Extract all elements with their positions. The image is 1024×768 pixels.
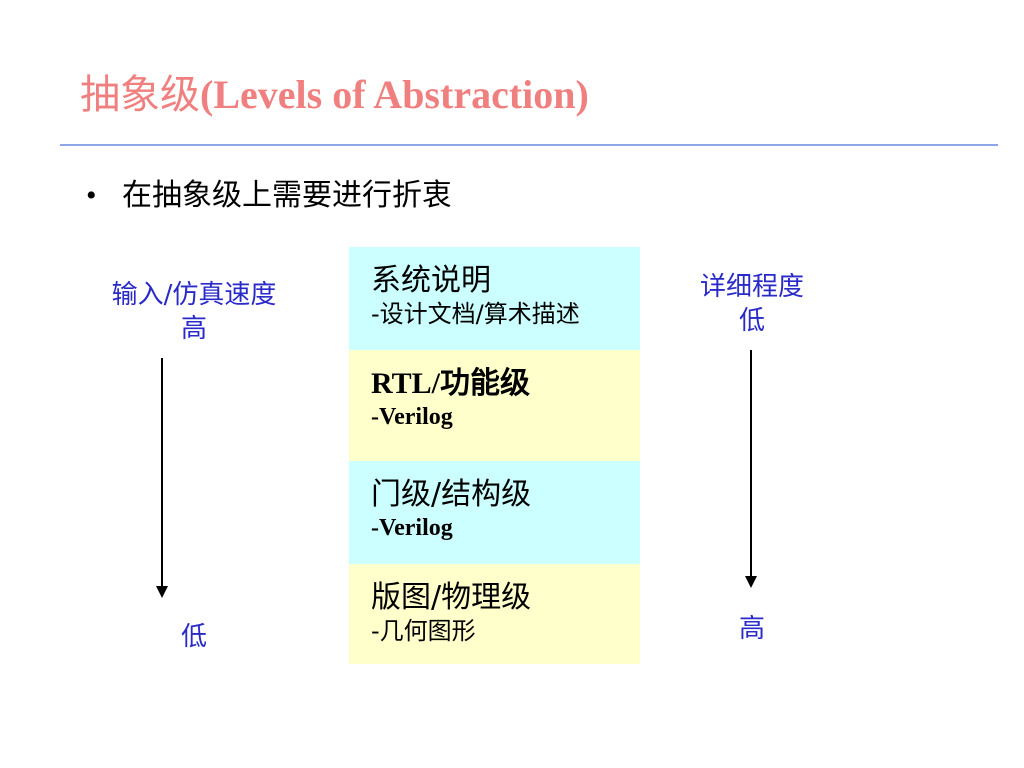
- title-divider: [60, 144, 998, 146]
- speed-label-high: 高: [180, 314, 207, 344]
- level-rtl: RTL/功能级 -Verilog: [349, 350, 640, 461]
- level-name: 门级/结构级: [371, 477, 532, 512]
- level-desc: -Verilog: [371, 404, 453, 430]
- level-name: 系统说明: [371, 263, 491, 298]
- bullet-dot: •: [86, 179, 97, 212]
- level-name: RTL/功能级: [371, 367, 530, 400]
- level-name: 版图/物理级: [371, 580, 532, 615]
- slide-title: 抽象级(Levels of Abstraction): [80, 62, 589, 120]
- bullet-item: • 在抽象级上需要进行折衷: [86, 170, 452, 214]
- level-gate: 门级/结构级 -Verilog: [349, 461, 640, 564]
- bullet-text: 在抽象级上需要进行折衷: [122, 178, 452, 213]
- detail-label-title: 详细程度: [699, 272, 804, 302]
- slide-title-latin: (Levels of Abstraction): [200, 72, 589, 117]
- level-desc: -设计文档/算术描述: [371, 300, 580, 328]
- abstraction-level-stack: 系统说明 -设计文档/算术描述 RTL/功能级 -Verilog 门级/结构级 …: [349, 247, 640, 664]
- speed-label-title: 输入/仿真速度: [111, 280, 277, 310]
- detail-label-low: 低: [738, 306, 765, 336]
- detail-label-high: 高: [738, 614, 765, 644]
- speed-down-arrow: [156, 358, 168, 598]
- level-desc: -Verilog: [371, 515, 453, 541]
- level-system-spec: 系统说明 -设计文档/算术描述: [349, 247, 640, 350]
- speed-label: 输入/仿真速度 高: [94, 278, 294, 346]
- speed-label-low: 低: [180, 622, 207, 652]
- detail-down-arrow: [745, 350, 757, 588]
- detail-label: 详细程度 低: [672, 270, 832, 338]
- level-layout: 版图/物理级 -几何图形: [349, 564, 640, 664]
- slide-title-cjk: 抽象级: [80, 72, 200, 118]
- level-desc: -几何图形: [371, 617, 476, 645]
